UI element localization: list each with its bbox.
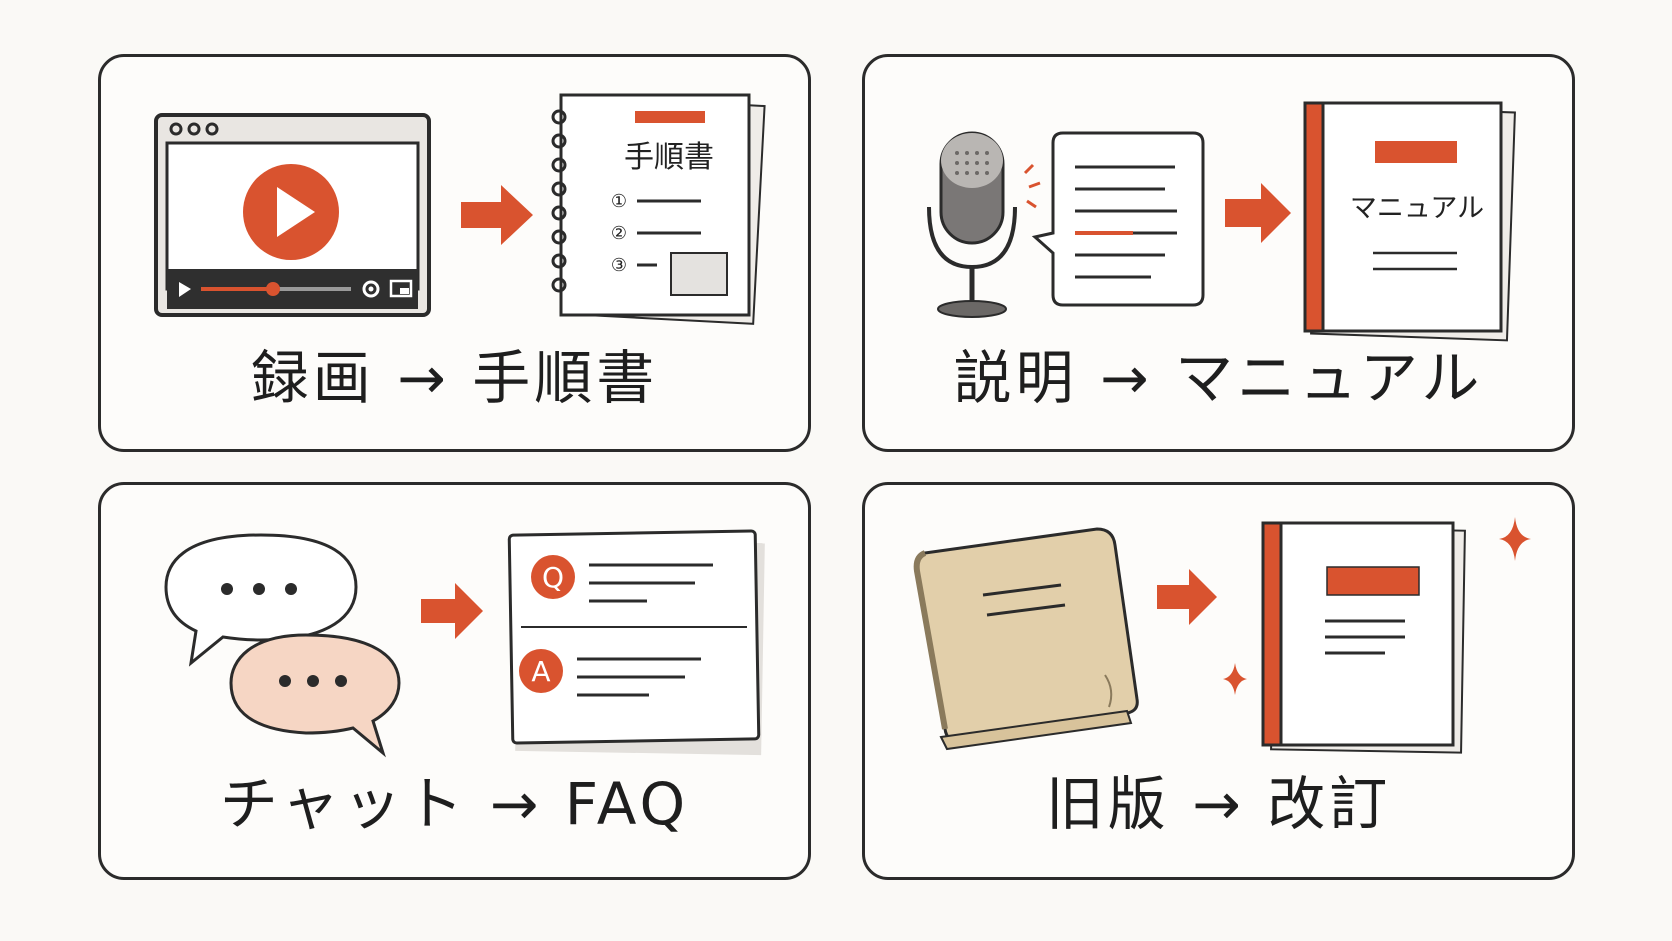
arrow-right-icon [1157,569,1217,625]
notebook-title: 手順書 [624,140,714,175]
panel-1-illustration: 手順書 ① ② ③ [154,93,766,325]
faq-card-icon: Q A [507,529,765,756]
sparkle-icon [1223,663,1247,695]
step-number: ① [611,191,627,212]
panel-recording-to-procedure: 手順書 ① ② ③ 録画 → 手順書 [98,54,811,452]
step-number: ② [611,223,627,244]
panel-old-to-revised: 旧版 → 改訂 [862,482,1575,880]
panel-caption: 旧版 → 改訂 [1045,770,1392,838]
panel-caption: 録画 → 手順書 [250,344,659,412]
faq-a-label: A [531,655,550,688]
video-progress-bar [179,282,351,297]
new-book-icon [1261,521,1466,754]
play-icon [243,164,339,260]
panel-caption: チャット → FAQ [219,770,690,838]
panel-3-illustration: Q A [164,529,765,758]
arrow-right-icon [1225,183,1291,243]
chat-bubble-icon [229,633,401,758]
chat-bubble-icon [164,533,358,667]
speech-document-icon [1031,131,1205,307]
spiral-notebook-icon: 手順書 ① ② ③ [551,93,766,325]
microphone-icon [927,131,1017,318]
panel-2-illustration: マニュアル [927,101,1516,342]
step-number: ③ [611,255,627,276]
gear-icon [362,280,380,298]
panel-caption: 説明 → マニュアル [953,344,1484,412]
faq-q-label: Q [542,561,564,594]
arrow-right-icon [421,583,483,639]
pip-icon [389,279,413,298]
sparkle-icon [1499,517,1531,561]
manual-book-icon: マニュアル [1303,101,1516,342]
panel-explanation-to-manual: マニュアル 説明 → マニュアル [862,54,1575,452]
old-book-icon [913,527,1139,751]
manual-title: マニュアル [1350,193,1484,224]
panel-chat-to-faq: Q A チャット → FAQ [98,482,811,880]
panel-4-illustration [913,517,1531,754]
sound-waves-icon [1023,163,1041,209]
arrow-right-icon [461,185,533,245]
